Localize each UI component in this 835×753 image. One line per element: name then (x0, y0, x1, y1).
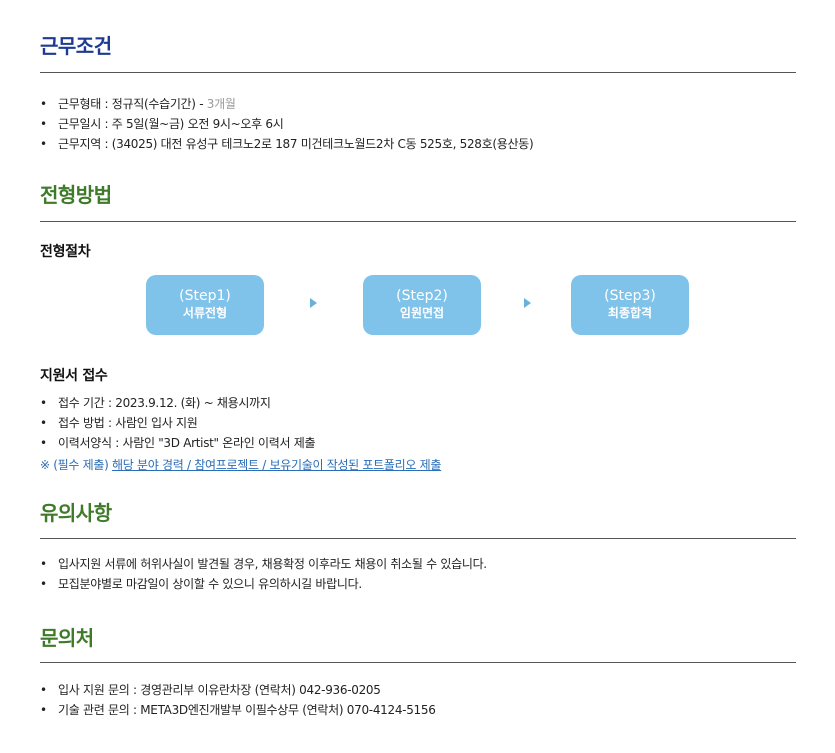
selection-title: 전형방법 (40, 183, 112, 207)
list-item: 입사지원 서류에 허위사실이 발견될 경우, 채용확정 이후라도 채용이 취소될… (40, 554, 800, 574)
step-number: (Step1) (179, 288, 231, 304)
list-item: 이력서양식 : 사람인 "3D Artist" 온라인 이력서 제출 (40, 433, 800, 453)
arrow-right-icon (310, 298, 317, 308)
step-box-1: (Step1) 서류전형 (146, 275, 264, 335)
conditions-title: 근무조건 (40, 34, 112, 58)
notice-title: 유의사항 (40, 501, 112, 525)
list-item: 접수 기간 : 2023.9.12. (화) ~ 채용시까지 (40, 393, 800, 413)
process-subtitle: 전형절차 (40, 244, 91, 260)
step-box-2: (Step2) 임원면접 (363, 275, 481, 335)
step-name: 임원면접 (399, 306, 445, 320)
probation-period-text: 3개월 (206, 97, 236, 111)
portfolio-note: ※ (필수 제출) 해당 분야 경력 / 참여프로젝트 / 보유기술이 작성된 … (40, 455, 441, 475)
step-number: (Step3) (604, 288, 656, 304)
list-item: 기술 관련 문의 : META3D엔진개발부 이필수상무 (연락처) 070-4… (40, 700, 800, 720)
section-divider (40, 221, 796, 222)
arrow-right-icon (524, 298, 531, 308)
list-item: 모집분야별로 마감일이 상이할 수 있으니 유의하시길 바랍니다. (40, 574, 800, 594)
section-divider (40, 662, 796, 663)
step-name: 서류전형 (182, 306, 228, 320)
step-box-3: (Step3) 최종합격 (571, 275, 689, 335)
work-type-text: 근무형태 : 정규직(수습기간) - (58, 97, 207, 111)
contact-list: 입사 지원 문의 : 경영관리부 이유란차장 (연락처) 042-936-020… (40, 680, 800, 720)
list-item: 근무형태 : 정규직(수습기간) - 3개월 (40, 94, 800, 114)
list-item: 접수 방법 : 사람인 입사 지원 (40, 413, 800, 433)
notice-list: 입사지원 서류에 허위사실이 발견될 경우, 채용확정 이후라도 채용이 취소될… (40, 554, 800, 594)
contact-title: 문의처 (40, 626, 94, 650)
list-item: 근무일시 : 주 5일(월~금) 오전 9시~오후 6시 (40, 114, 800, 134)
list-item: 근무지역 : (34025) 대전 유성구 테크노2로 187 미건테크노월드2… (40, 134, 800, 154)
note-prefix: ※ (필수 제출) (40, 458, 113, 472)
section-divider (40, 538, 796, 539)
step-name: 최종합격 (607, 306, 653, 320)
step-number: (Step2) (396, 288, 448, 304)
apply-subtitle: 지원서 접수 (40, 368, 108, 384)
section-divider (40, 72, 796, 73)
conditions-list: 근무형태 : 정규직(수습기간) - 3개월 근무일시 : 주 5일(월~금) … (40, 94, 800, 154)
portfolio-link[interactable]: 해당 분야 경력 / 참여프로젝트 / 보유기술이 작성된 포트폴리오 제출 (112, 458, 442, 472)
list-item: 입사 지원 문의 : 경영관리부 이유란차장 (연락처) 042-936-020… (40, 680, 800, 700)
apply-list: 접수 기간 : 2023.9.12. (화) ~ 채용시까지 접수 방법 : 사… (40, 393, 800, 453)
